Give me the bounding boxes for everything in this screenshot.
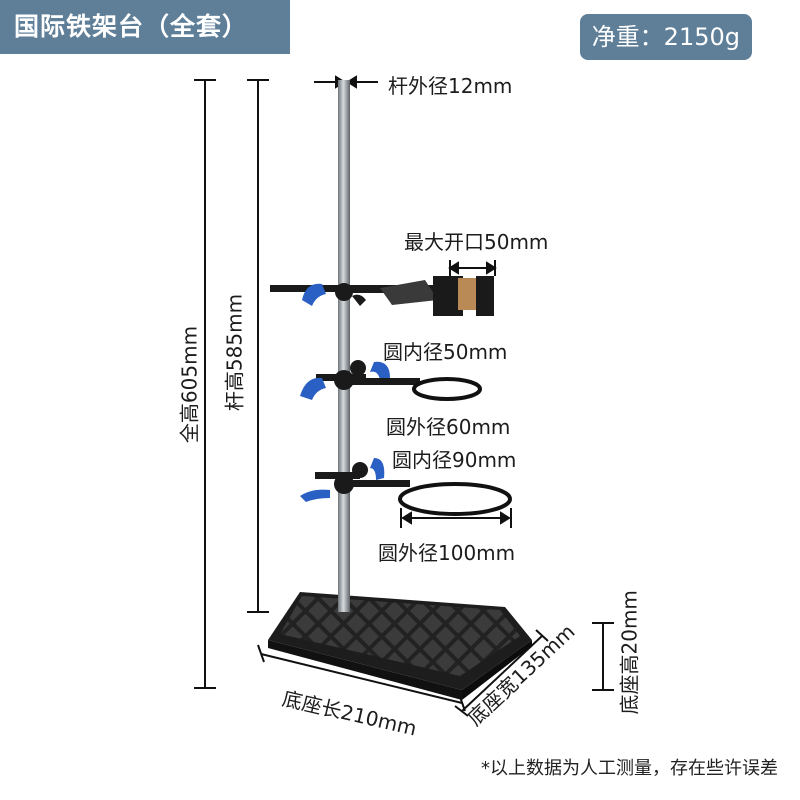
- measurement-note: *以上数据为人工测量，存在些许误差: [481, 758, 778, 779]
- net-weight-badge: 净重：2150g: [579, 14, 752, 60]
- ring1-inner-label: 圆内径50mm: [383, 340, 508, 364]
- lower-clamp: [300, 458, 512, 516]
- rod-height-label: 杆高585mm: [222, 293, 247, 412]
- ring1-outer-label: 圆外径60mm: [386, 415, 511, 439]
- max-opening-label: 最大开口50mm: [404, 230, 549, 254]
- base-height-dimension: [592, 622, 614, 691]
- rod-height-dimension: [247, 79, 269, 613]
- ring2-inner-label: 圆内径90mm: [392, 448, 517, 472]
- ring2-outer-label: 圆外径100mm: [378, 541, 516, 565]
- middle-clamp: [300, 360, 482, 401]
- rod-diameter-label: 杆外径12mm: [388, 74, 513, 98]
- product-title: 国际铁架台（全套）: [0, 0, 290, 54]
- total-height-label: 全高605mm: [177, 325, 202, 444]
- cast-iron-base: [268, 592, 532, 700]
- upper-clamp: [270, 276, 494, 316]
- max-opening-dimension: [448, 260, 497, 276]
- support-rod: [338, 80, 350, 612]
- base-height-label: 底座高20mm: [617, 590, 642, 715]
- ring2-outer-dimension: [400, 508, 512, 528]
- total-height-dimension: [194, 79, 216, 689]
